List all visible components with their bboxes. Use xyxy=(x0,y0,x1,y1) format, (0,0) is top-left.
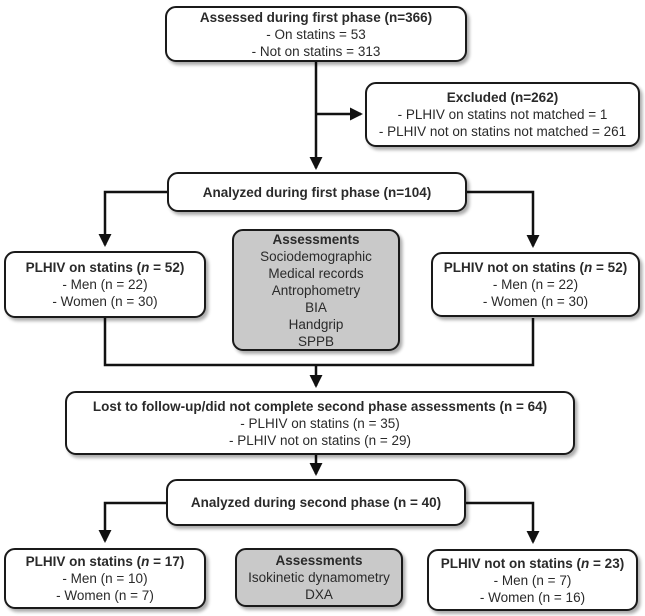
box-plhiv-not-on-statins-second: PLHIV not on statins (n = 23) - Men (n =… xyxy=(427,549,638,611)
box-plhiv-not-on-statins-first: PLHIV not on statins (n = 52) - Men (n =… xyxy=(431,252,640,317)
box-assessments-first-phase: Assessments Sociodemographic Medical rec… xyxy=(232,229,400,351)
box-line: - Women (n = 7) xyxy=(56,588,154,603)
box-line: - Women (n = 30) xyxy=(52,294,158,309)
box-title: Excluded (n=262) xyxy=(446,90,559,105)
arrow-analyzed-second-to-on-statins xyxy=(98,501,166,543)
box-assessed-first-phase: Assessed during first phase (n=366) - On… xyxy=(165,6,467,62)
box-plhiv-on-statins-first: PLHIV on statins (n = 52) - Men (n = 22)… xyxy=(4,251,206,318)
box-line: - PLHIV on statins (n = 35) xyxy=(240,415,400,431)
box-line: - PLHIV not on statins not matched = 261 xyxy=(378,124,627,139)
box-line: - Men (n = 22) xyxy=(492,277,579,292)
box-title: Lost to follow-up/did not complete secon… xyxy=(92,398,548,414)
box-line: - Men (n = 10) xyxy=(62,571,148,586)
arrow-analyzed-second-to-not-on-statins xyxy=(466,501,540,544)
box-title: PLHIV on statins (n = 17) xyxy=(25,554,185,569)
assessment-item: Sociodemographic xyxy=(260,248,372,264)
box-title: PLHIV not on statins (n = 23) xyxy=(440,555,625,571)
box-line: - PLHIV on statins not matched = 1 xyxy=(397,107,608,122)
box-plhiv-on-statins-second: PLHIV on statins (n = 17) - Men (n = 10)… xyxy=(4,548,206,609)
box-lost-to-follow-up: Lost to follow-up/did not complete secon… xyxy=(65,391,575,455)
arrow-analyzed-first-to-not-on-statins xyxy=(467,190,540,248)
box-analyzed-second-phase: Analyzed during second phase (n = 40) xyxy=(166,479,466,526)
assessment-item: SPPB xyxy=(297,333,335,349)
box-assessments-second-phase: Assessments Isokinetic dynamometry DXA xyxy=(235,548,403,607)
box-line: - Women (n = 16) xyxy=(479,589,586,605)
assessment-item: BIA xyxy=(305,299,327,315)
assessment-item: Isokinetic dynamometry xyxy=(248,570,390,585)
box-line: - Men (n = 22) xyxy=(62,277,148,292)
box-title: Analyzed during first phase (n=104) xyxy=(202,184,432,200)
box-line: - Not on statins = 313 xyxy=(251,43,381,59)
box-line: - Women (n = 30) xyxy=(482,294,589,309)
box-analyzed-first-phase: Analyzed during first phase (n=104) xyxy=(167,172,467,212)
box-excluded: Excluded (n=262) - PLHIV on statins not … xyxy=(365,82,640,147)
box-title: Assessments xyxy=(272,231,360,247)
box-line: - PLHIV not on statins (n = 29) xyxy=(229,432,411,448)
assessment-item: Medical records xyxy=(268,265,364,281)
assessment-item: DXA xyxy=(305,587,333,602)
box-line: - Men (n = 7) xyxy=(493,572,572,588)
box-title: PLHIV on statins (n = 52) xyxy=(25,260,185,275)
box-title: PLHIV not on statins (n = 52) xyxy=(443,260,628,275)
box-title: Analyzed during second phase (n = 40) xyxy=(190,495,442,510)
box-title: Assessed during first phase (n=366) xyxy=(199,9,433,25)
box-title: Assessments xyxy=(275,553,363,568)
box-line: - On statins = 53 xyxy=(266,26,366,42)
assessment-item: Handgrip xyxy=(288,316,344,332)
arrow-analyzed-first-to-on-statins xyxy=(98,190,167,247)
assessment-item: Antrophometry xyxy=(271,282,361,298)
connector-merge-to-lost xyxy=(103,318,535,367)
